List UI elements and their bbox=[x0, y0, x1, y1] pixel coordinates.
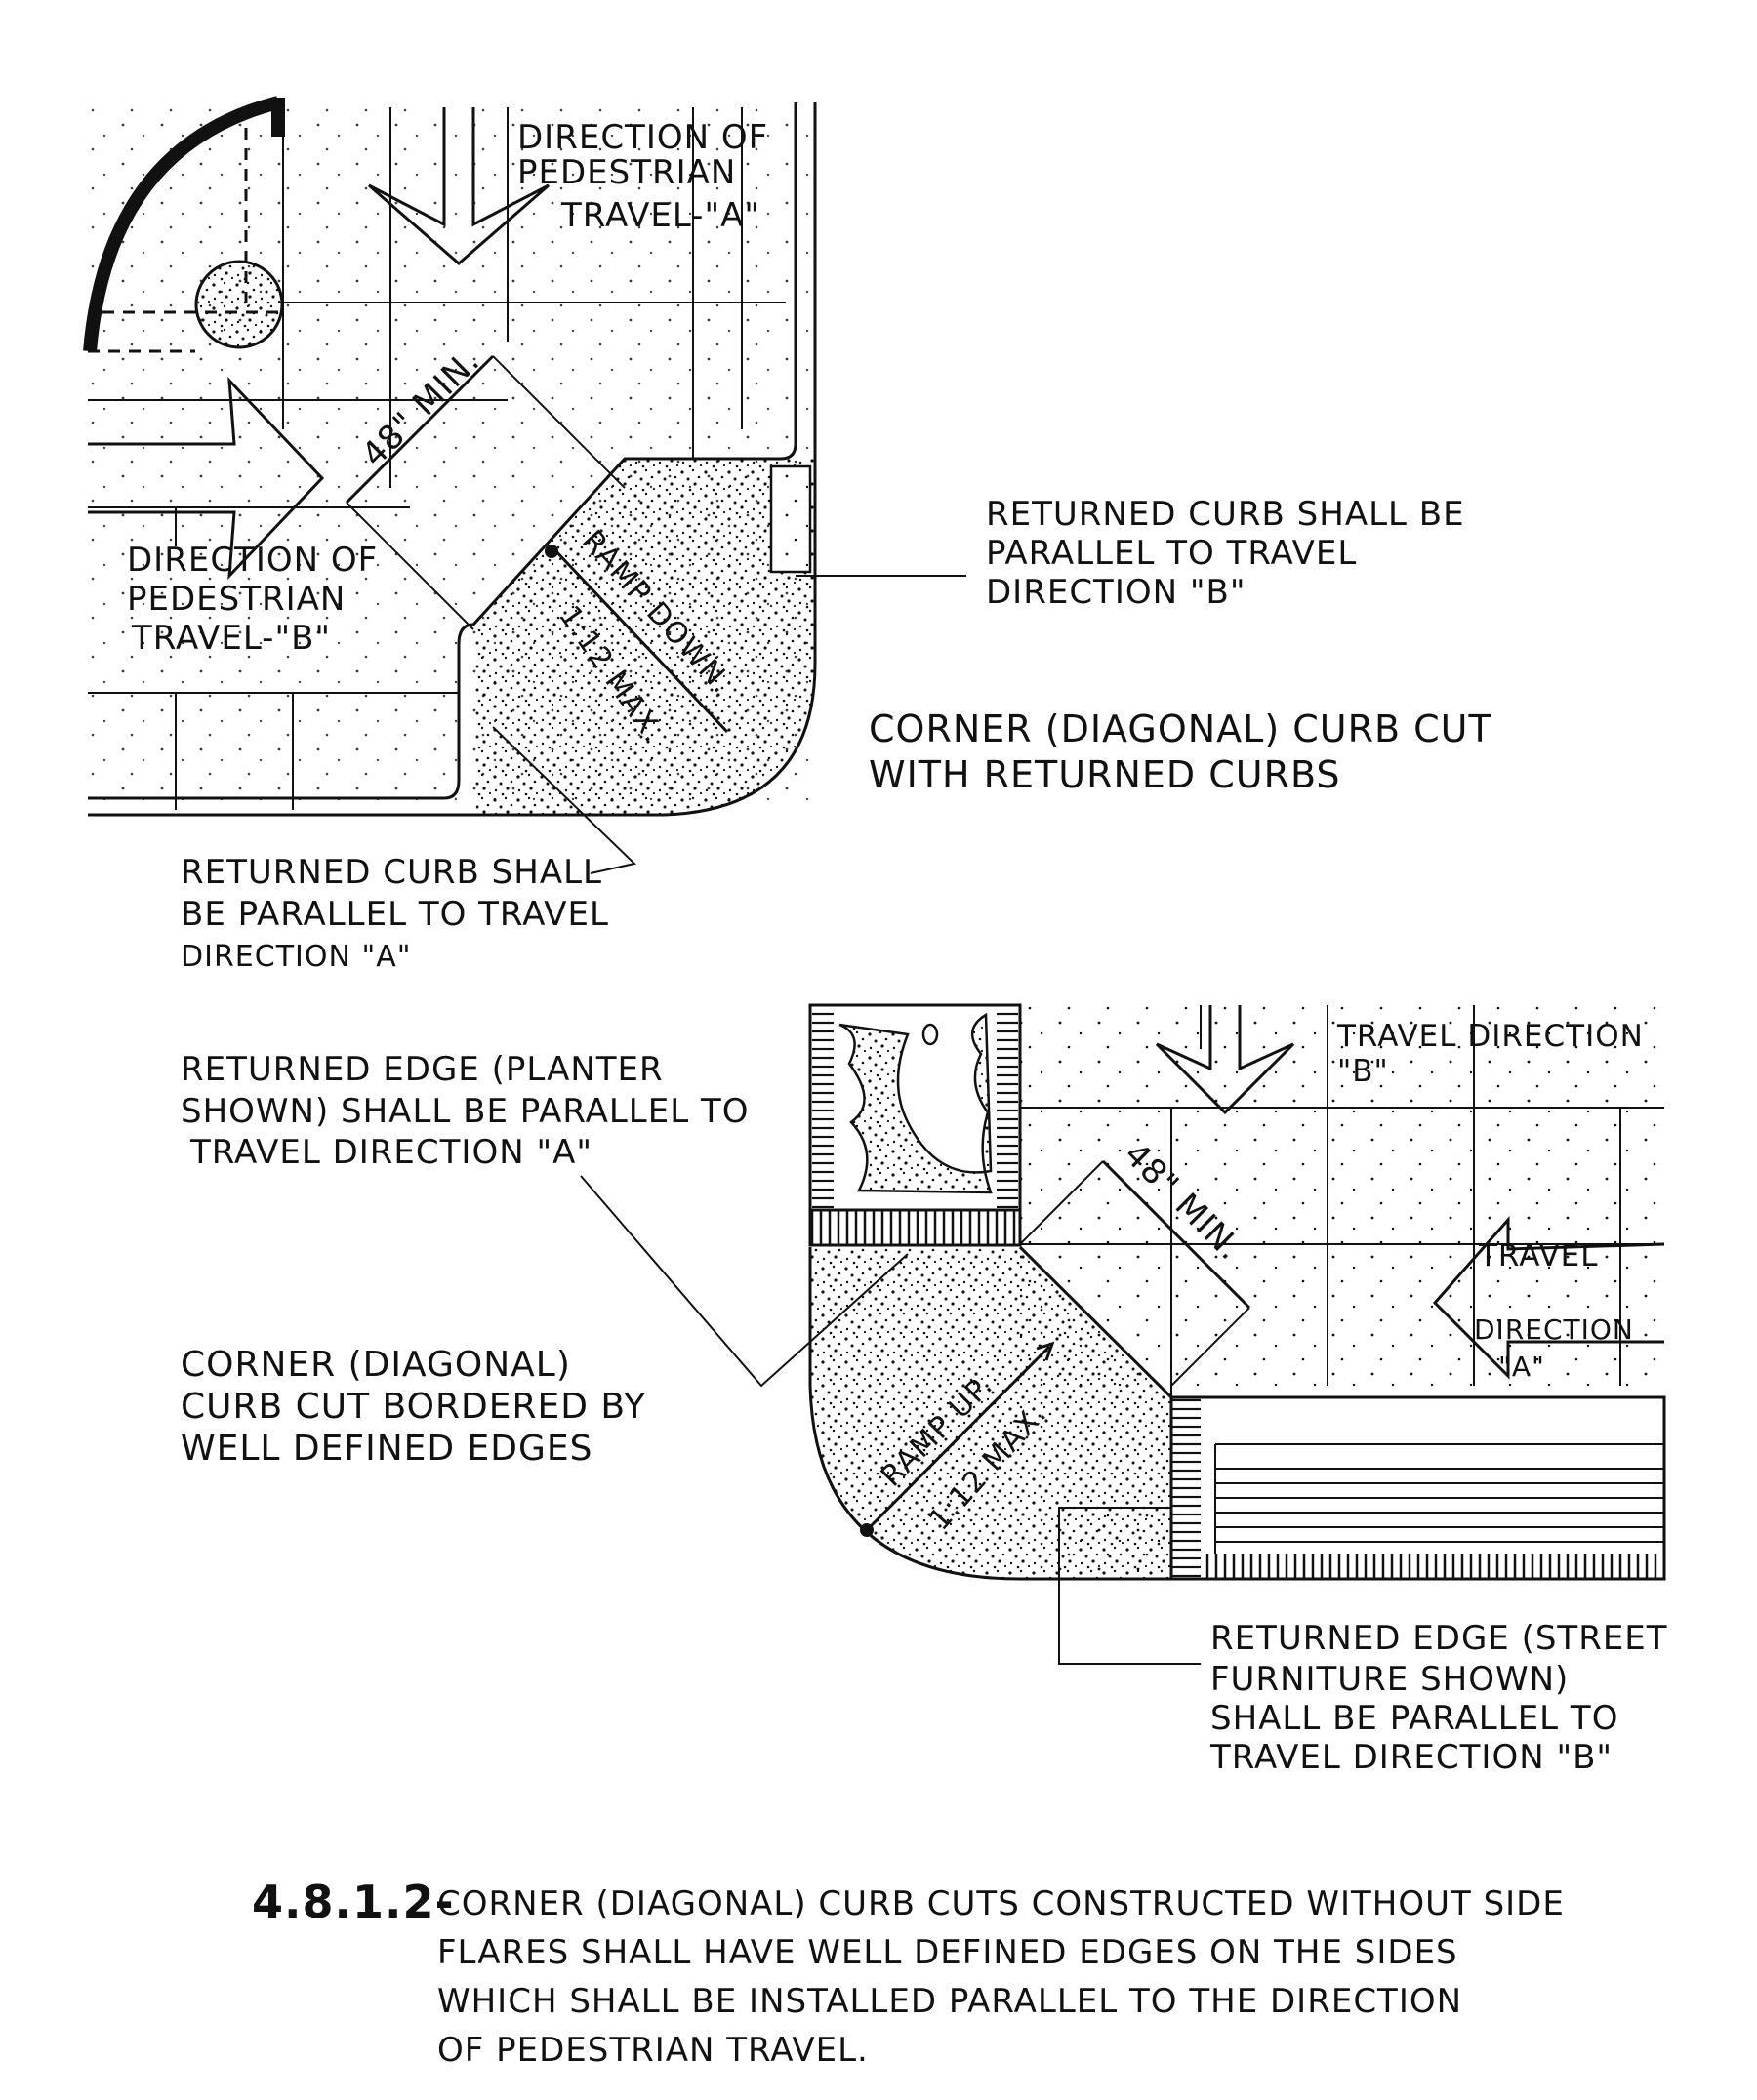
top-figure-title-line1: CORNER (DIAGONAL) CURB CUT bbox=[869, 707, 1492, 750]
sidewalk-grid bbox=[88, 107, 786, 810]
travel-b-line1: TRAVEL DIRECTION bbox=[1336, 1019, 1644, 1054]
furniture-note-line4: TRAVEL DIRECTION "B" bbox=[1209, 1738, 1613, 1777]
furniture-note-line2: FURNITURE SHOWN) bbox=[1210, 1660, 1569, 1699]
curb-inner-line bbox=[88, 102, 797, 800]
planter-foliage-icon bbox=[838, 1012, 993, 1194]
caption-line1: CORNER (DIAGONAL) CURB CUTS CONSTRUCTED … bbox=[437, 1884, 1565, 1923]
bottom-figure-title-line2: CURB CUT BORDERED BY bbox=[181, 1387, 646, 1427]
top-figure: DIRECTION OF PEDESTRIAN TRAVEL-"A" DIREC… bbox=[83, 96, 1492, 974]
dir-b-label-line1: DIRECTION OF bbox=[127, 541, 378, 580]
bottom-figure: TRAVEL DIRECTION "B" TRAVEL DIRECTION "A… bbox=[181, 1003, 1668, 1777]
ramp-corner-dot bbox=[860, 1523, 874, 1537]
street-furniture bbox=[1169, 1395, 1666, 1581]
bottom-figure-title-line1: CORNER (DIAGONAL) bbox=[181, 1345, 571, 1385]
caption-line3: WHICH SHALL BE INSTALLED PARALLEL TO THE… bbox=[437, 1982, 1462, 2021]
planter-note-line2: SHOWN) SHALL BE PARALLEL TO bbox=[181, 1092, 750, 1131]
note-a-line3: DIRECTION "A" bbox=[181, 940, 412, 974]
direction-a-arrow-icon bbox=[368, 107, 550, 265]
dir-a-label-line1: DIRECTION OF bbox=[517, 118, 768, 157]
street-furniture-base bbox=[1201, 1554, 1664, 1579]
travel-b-line2: "B" bbox=[1337, 1054, 1389, 1089]
sidewalk-grid bbox=[1020, 1005, 1664, 1405]
planter-leader-line bbox=[580, 1175, 909, 1388]
furniture-note-line3: SHALL BE PARALLEL TO bbox=[1210, 1699, 1618, 1738]
sidewalk-texture bbox=[1020, 1005, 1664, 1386]
extension-line bbox=[346, 502, 474, 630]
dir-a-label-line2: PEDESTRIAN bbox=[517, 153, 736, 192]
planter-note-line1: RETURNED EDGE (PLANTER bbox=[181, 1050, 664, 1089]
min-width-dimension-line bbox=[1101, 1159, 1251, 1310]
min-width-dimension-line bbox=[345, 354, 495, 505]
ramp-arrowhead-icon bbox=[1036, 1341, 1055, 1361]
returned-curb-b-texture bbox=[773, 468, 808, 570]
street-furniture-returned-edge bbox=[1171, 1397, 1201, 1579]
extension-line bbox=[1170, 1307, 1250, 1387]
top-figure-title-line2: WITH RETURNED CURBS bbox=[869, 753, 1341, 796]
extension-line bbox=[1019, 1160, 1104, 1245]
travel-a-line2: DIRECTION bbox=[1474, 1313, 1634, 1346]
note-a-line2: BE PARALLEL TO TRAVEL bbox=[181, 895, 609, 934]
note-b-line1: RETURNED CURB SHALL BE bbox=[986, 495, 1465, 534]
note-b-line3: DIRECTION "B" bbox=[986, 573, 1246, 612]
extension-line bbox=[492, 355, 626, 489]
curb-ramp bbox=[473, 459, 815, 815]
dir-b-label-line3: TRAVEL-"B" bbox=[131, 619, 331, 658]
ramp-center-dot bbox=[545, 545, 558, 558]
curb-outer-line bbox=[88, 102, 817, 817]
note-b-line2: PARALLEL TO TRAVEL bbox=[986, 534, 1357, 573]
travel-a-line3: "A" bbox=[1498, 1351, 1545, 1383]
travel-a-arrow-icon bbox=[1432, 1216, 1665, 1380]
furniture-leader-line bbox=[1058, 1579, 1201, 1665]
planter-wall-left bbox=[812, 1007, 834, 1208]
bottom-figure-title-line3: WELL DEFINED EDGES bbox=[181, 1429, 593, 1469]
caption: 4.8.1.2- CORNER (DIAGONAL) CURB CUTS CON… bbox=[252, 1876, 1565, 2070]
ramp-direction-line bbox=[865, 1345, 1051, 1532]
travel-b-arrow-icon bbox=[1155, 1005, 1295, 1115]
planter-detail bbox=[921, 1023, 939, 1046]
furniture-note-line1: RETURNED EDGE (STREET bbox=[1210, 1619, 1668, 1658]
dir-b-label-line2: PEDESTRIAN bbox=[127, 580, 346, 619]
building-wall bbox=[83, 96, 280, 352]
pole-icon bbox=[194, 260, 284, 349]
planter-returned-edge bbox=[808, 1208, 1022, 1247]
caption-number: 4.8.1.2- bbox=[252, 1876, 455, 1928]
planter-wall-right bbox=[997, 1007, 1018, 1208]
travel-a-line1: TRAVEL bbox=[1478, 1238, 1599, 1273]
caption-line2: FLARES SHALL HAVE WELL DEFINED EDGES ON … bbox=[437, 1933, 1458, 1972]
street-furniture-slats bbox=[1214, 1443, 1664, 1554]
caption-line4: OF PEDESTRIAN TRAVEL. bbox=[437, 2031, 869, 2070]
dir-a-label-line3: TRAVEL-"A" bbox=[560, 196, 760, 235]
planter-note-line3: TRAVEL DIRECTION "A" bbox=[189, 1133, 592, 1172]
note-a-line1: RETURNED CURB SHALL bbox=[181, 853, 602, 892]
curb-block bbox=[1058, 1507, 1172, 1580]
note-a-leader-line bbox=[492, 726, 637, 874]
ramp-top-edge bbox=[1018, 1245, 1173, 1399]
ramp-direction-line bbox=[550, 545, 729, 734]
direction-b-arrow-icon bbox=[88, 376, 325, 581]
